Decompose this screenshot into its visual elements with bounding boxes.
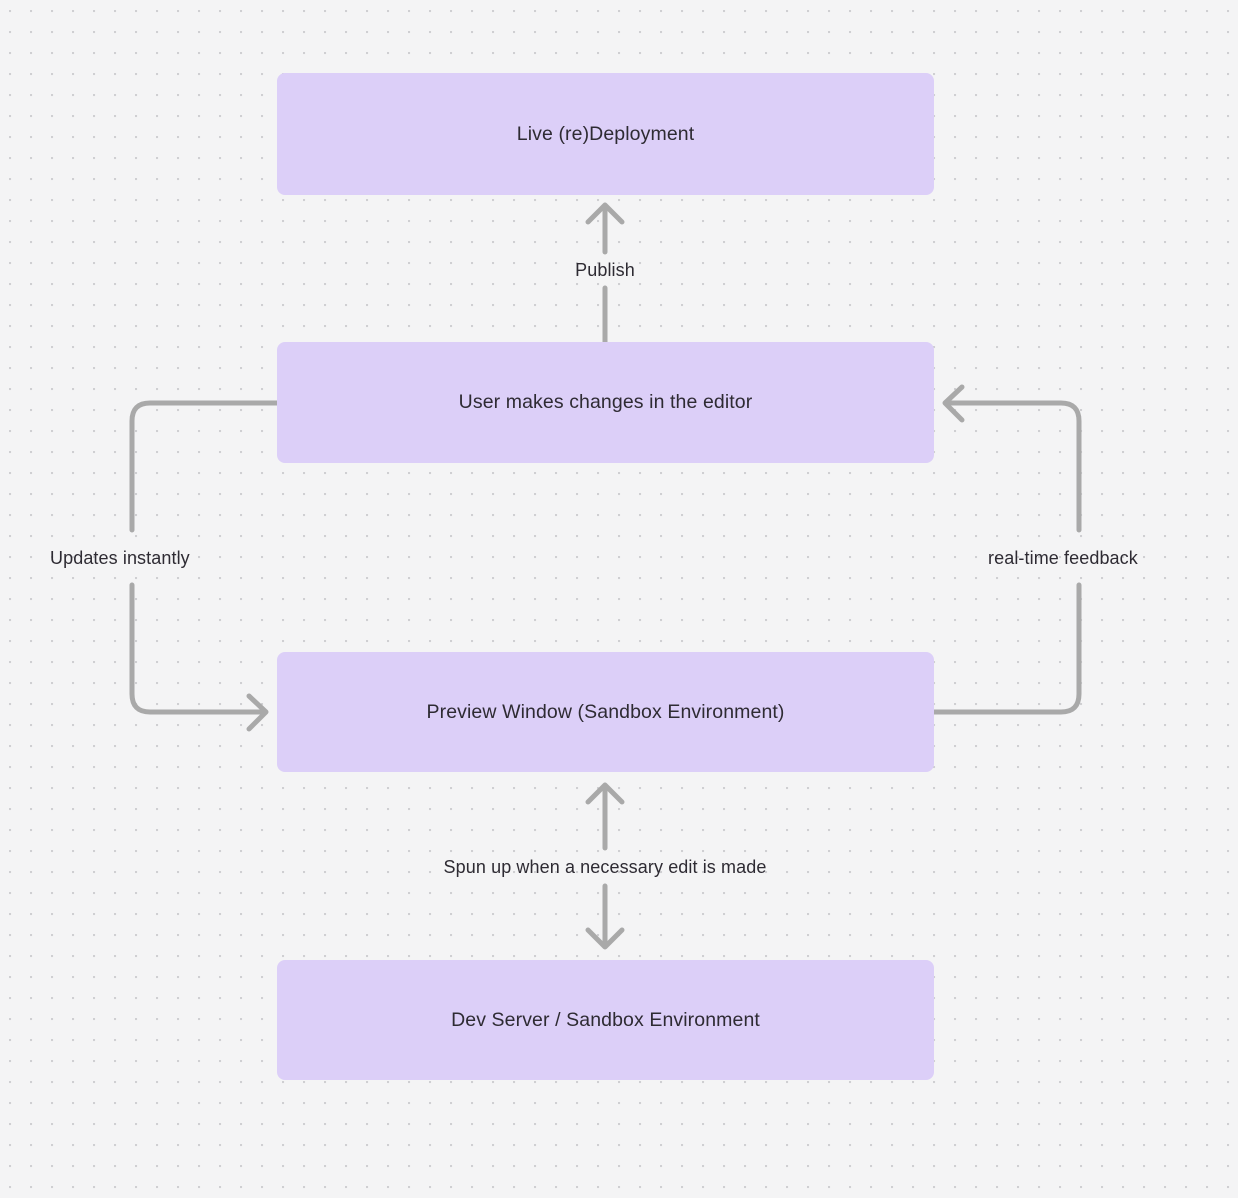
feedback-line-lower [931, 582, 1082, 715]
edge-label-publish: Publish [575, 260, 635, 280]
feedback-arrowhead-left-icon [942, 384, 965, 423]
node-user-edits-label: User makes changes in the editor [458, 391, 753, 414]
spunup-arrowhead-up-icon [585, 782, 625, 805]
node-user-edits[interactable]: User makes changes in the editor [277, 342, 934, 463]
node-live-deployment-label: Live (re)Deployment [516, 122, 695, 145]
edge-label-spun-up: Spun up when a necessary edit is made [443, 857, 767, 877]
node-preview-window-label: Preview Window (Sandbox Environment) [426, 700, 785, 723]
node-dev-server[interactable]: Dev Server / Sandbox Environment [277, 960, 934, 1080]
edge-label-real-time-feedback: real-time feedback [988, 548, 1138, 568]
edge-label-updates-instantly: Updates instantly [50, 548, 190, 568]
publish-arrowhead-up-icon [585, 202, 625, 225]
updates-line-upper [129, 400, 280, 533]
node-live-deployment[interactable]: Live (re)Deployment [277, 73, 934, 195]
feedback-line-upper [946, 400, 1082, 533]
updates-line-lower [129, 582, 265, 715]
node-preview-window[interactable]: Preview Window (Sandbox Environment) [277, 652, 934, 772]
spunup-arrowhead-down-icon [585, 927, 625, 950]
updates-arrowhead-right-icon [246, 693, 269, 732]
node-dev-server-label: Dev Server / Sandbox Environment [451, 1008, 760, 1031]
